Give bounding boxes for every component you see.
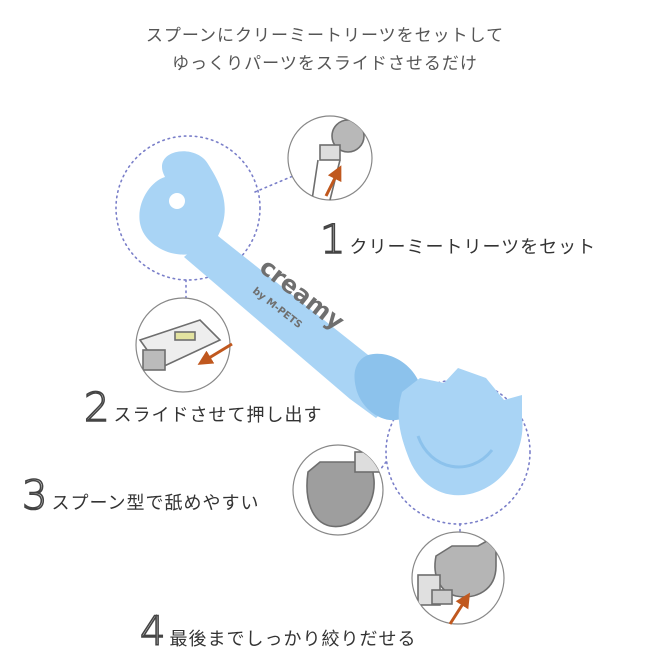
arrow-squeeze-icon: [448, 592, 471, 625]
step-3-number: 3: [21, 473, 48, 519]
intro-text: スプーンにクリーミートリーツをセットして ゆっくりパーツをスライドさせるだけ: [0, 22, 650, 78]
arrow-up-icon: [324, 165, 342, 197]
step-4-label: 最後までしっかり絞りだせる: [169, 629, 417, 650]
step-2: 2 スライドさせて押し出す: [83, 385, 323, 431]
callout-step-2: [135, 297, 233, 393]
callout-step-4: [411, 531, 505, 625]
step-2-label: スライドさせて押し出す: [113, 405, 323, 426]
spoon-tip: [398, 368, 523, 496]
step-4: 4 最後までしっかり絞りだせる: [139, 609, 417, 655]
step-1-label: クリーミートリーツをセット: [349, 237, 597, 258]
step-3-label: スプーン型で舐めやすい: [51, 493, 260, 514]
intro-line-2: ゆっくりパーツをスライドさせるだけ: [172, 54, 478, 74]
callout-step-1: [287, 115, 373, 201]
step-1: 1 クリーミートリーツをセット: [319, 217, 597, 263]
step-3: 3 スプーン型で舐めやすい: [21, 473, 260, 519]
dotted-guide-lines: [115, 135, 531, 533]
intro-line-1: スプーンにクリーミートリーツをセットして: [145, 26, 505, 46]
spoon-hole: [169, 193, 185, 209]
step-1-number: 1: [319, 217, 346, 263]
dotted-circle-top: [115, 135, 261, 281]
arrow-slide-icon: [197, 342, 233, 365]
step-4-number: 4: [139, 609, 166, 655]
step-2-number: 2: [83, 385, 110, 431]
spoon-handle: [184, 232, 402, 418]
callout-step-3: [292, 444, 384, 536]
dotted-circle-bottom: [385, 379, 531, 525]
